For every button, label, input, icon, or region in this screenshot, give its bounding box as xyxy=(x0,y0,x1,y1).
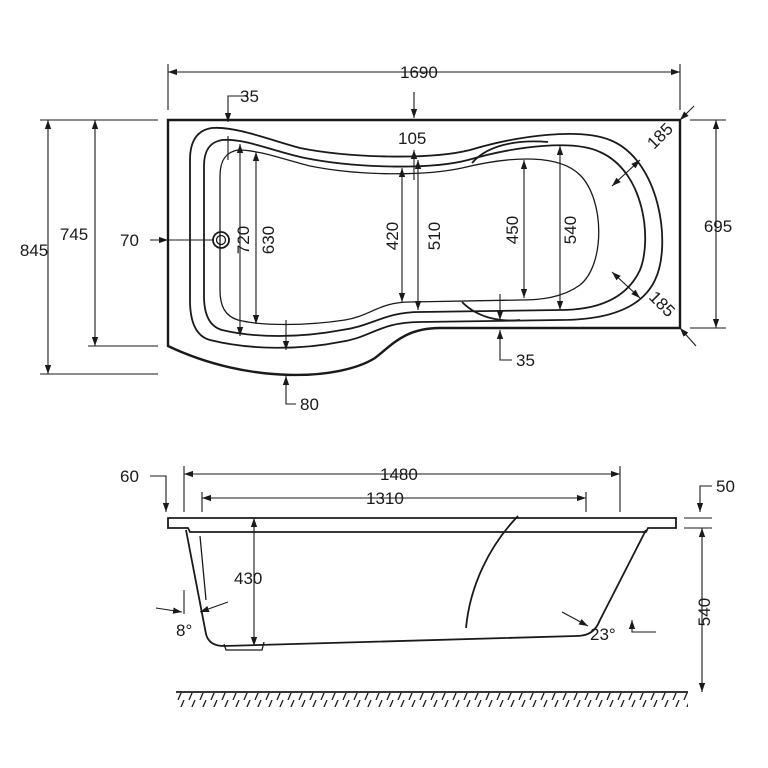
plan-dimensions xyxy=(40,64,726,405)
side-labels: 1480 1310 60 50 430 540 8° 23° xyxy=(120,465,735,644)
waste-outlet-icon xyxy=(212,231,230,249)
label-rim-top-mid: 105 xyxy=(398,129,426,148)
waste-outlet-inner-icon xyxy=(215,234,227,246)
label-rim-left: 60 xyxy=(120,467,139,486)
side-screen-curve xyxy=(465,515,519,629)
label-inner-450: 450 xyxy=(503,216,522,244)
label-corner-bottom: 185 xyxy=(645,287,678,320)
plan-rim-outer xyxy=(189,126,664,349)
label-corner-top: 185 xyxy=(643,119,676,152)
side-rim xyxy=(167,517,677,533)
label-inner-540: 540 xyxy=(561,216,580,244)
label-rim-top-left: 35 xyxy=(240,87,259,106)
label-rear-width: 745 xyxy=(60,225,88,244)
label-depth: 430 xyxy=(234,569,262,588)
label-inner-420: 420 xyxy=(383,222,402,250)
label-rim-bottom: 35 xyxy=(516,351,535,370)
label-inner-720: 720 xyxy=(234,226,253,254)
floor-hatch xyxy=(176,693,688,707)
label-overall-width: 845 xyxy=(20,241,48,260)
side-view xyxy=(167,515,688,707)
label-overall-length: 1690 xyxy=(400,63,438,82)
label-inner-510: 510 xyxy=(425,222,444,250)
plan-outer-outline xyxy=(166,118,682,377)
plan-labels: 1690 845 745 695 35 105 70 720 630 420 5… xyxy=(20,63,732,414)
side-foot xyxy=(223,641,265,651)
label-height: 540 xyxy=(695,598,714,626)
side-dimensions xyxy=(150,466,712,692)
label-rim-front-curve: 80 xyxy=(300,395,319,414)
plan-screen-arc xyxy=(461,140,549,322)
label-angle-left: 8° xyxy=(176,621,192,640)
label-angle-right: 23° xyxy=(590,625,616,644)
side-body-outer xyxy=(185,529,647,647)
label-square-end-width: 695 xyxy=(704,217,732,236)
plan-bowl-floor xyxy=(219,149,600,326)
label-top-length: 1480 xyxy=(380,465,418,484)
label-bottom-length: 1310 xyxy=(366,489,404,508)
label-rim-right: 50 xyxy=(716,477,735,496)
side-body-inner xyxy=(199,535,207,601)
label-inner-630: 630 xyxy=(259,226,278,254)
label-waste-offset: 70 xyxy=(120,231,139,250)
